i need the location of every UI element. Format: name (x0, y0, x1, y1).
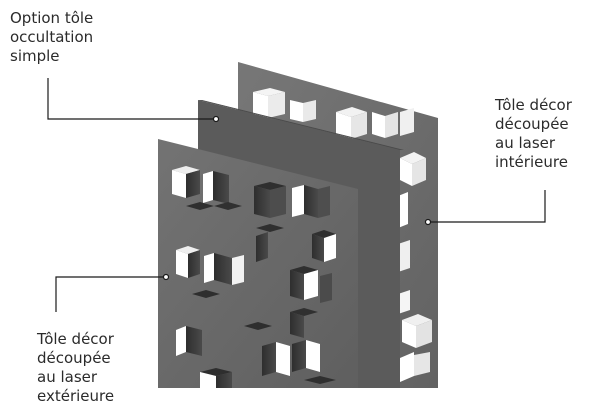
label-line: découpée (495, 115, 572, 134)
cutout (400, 108, 414, 136)
cutout (402, 314, 432, 348)
label-line: intérieure (495, 153, 572, 172)
label-exterior-panel: Tôle décor découpée au laser extérieure (37, 330, 114, 406)
cutout (204, 253, 244, 285)
label-line: Tôle décor (37, 330, 114, 349)
cutout (254, 182, 286, 218)
cutout (312, 230, 336, 262)
label-interior-panel: Tôle décor découpée au laser intérieure (495, 96, 572, 172)
leader-line-occultation (48, 78, 216, 119)
leader-dot-interieure (426, 220, 431, 225)
cutout (176, 326, 202, 356)
label-line: au laser (37, 368, 114, 387)
label-line: extérieure (37, 387, 114, 406)
cutout (172, 166, 200, 198)
label-line: Option tôle (10, 9, 93, 28)
cutout (203, 171, 229, 204)
cutout (400, 152, 426, 186)
cutout (336, 107, 367, 139)
label-line: simple (10, 47, 93, 66)
label-occultation-option: Option tôle occultation simple (10, 9, 93, 66)
label-line: découpée (37, 349, 114, 368)
cutout (292, 340, 320, 372)
cutout (292, 185, 330, 218)
cutout (256, 232, 268, 262)
cutout (414, 352, 430, 376)
cutout (176, 246, 200, 278)
leader-dot-occultation (214, 117, 219, 122)
cutout (290, 266, 318, 300)
cutout (262, 342, 290, 376)
label-line: occultation (10, 28, 93, 47)
cutout (320, 273, 332, 303)
label-line: au laser (495, 134, 572, 153)
label-line: Tôle décor (495, 96, 572, 115)
cutout (253, 88, 285, 118)
leader-dot-exterieure (164, 275, 169, 280)
cutout (200, 368, 232, 388)
leader-line-exterieure (56, 277, 166, 312)
cutout (290, 100, 316, 122)
leader-line-interieure (428, 190, 545, 222)
